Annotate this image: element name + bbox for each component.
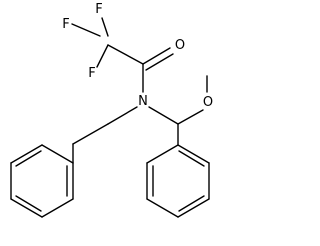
chemical-structure-diagram: F F F O N O xyxy=(10,2,213,218)
atom-label-f2: F xyxy=(95,2,102,17)
bond-c2-o1-b xyxy=(145,53,174,71)
bond-f1-c1 xyxy=(71,23,101,37)
ring2-bond xyxy=(146,198,179,218)
atom-label-o1: O xyxy=(175,38,185,53)
ring1-bond xyxy=(10,144,43,164)
atom-label-o2: O xyxy=(203,95,213,110)
atom-label-n1: N xyxy=(138,94,148,109)
atom-label-f1: F xyxy=(62,17,69,32)
ring1-bond xyxy=(10,198,43,218)
bond-n1-c5 xyxy=(148,106,179,125)
ring2-inner-bond xyxy=(178,150,205,167)
ring2-bond xyxy=(177,198,210,218)
ring2-inner-bond xyxy=(178,195,205,212)
bond-f2-c1 xyxy=(101,17,109,37)
ring1-bond xyxy=(41,198,74,218)
ring2-bond xyxy=(177,144,210,164)
bond-n1-c3 xyxy=(107,106,138,125)
ring1-inner-bond xyxy=(15,195,42,212)
ring2-bond xyxy=(146,144,179,164)
ring1-bond xyxy=(41,144,74,164)
atom-label-f3: F xyxy=(88,66,95,81)
bond-c3-c4 xyxy=(72,123,109,145)
bond-c5-o2 xyxy=(177,109,204,125)
bond-f3-c1 xyxy=(96,44,109,68)
phenyl-ring-left xyxy=(10,144,74,218)
phenyl-ring-right xyxy=(146,144,210,218)
bond-c2-o1-a xyxy=(142,47,171,65)
bond-c1-c2 xyxy=(107,44,144,65)
ring1-inner-bond xyxy=(15,150,42,167)
